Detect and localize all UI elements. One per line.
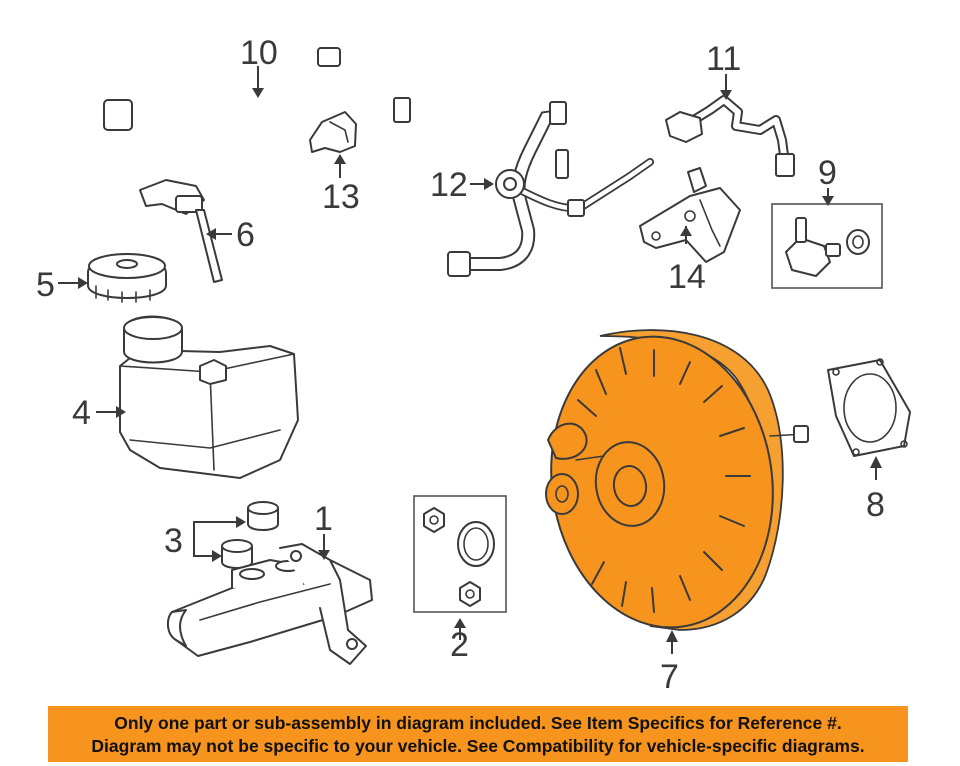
part-9-sensor [771,203,883,289]
callout-8: 8 [866,486,885,524]
disclaimer-line-2: Diagram may not be specific to your vehi… [91,736,865,756]
callout-5: 5 [36,266,55,304]
part-8-gasket [827,358,911,457]
part-10-hose [103,47,411,131]
disclaimer-line-1: Only one part or sub-assembly in diagram… [114,713,842,733]
part-6-sensor [139,179,223,283]
disclaimer-banner: Only one part or sub-assembly in diagram… [48,706,908,762]
part-4-reservoir [119,315,299,479]
part-5-reservoir-cap [87,253,167,303]
parts-diagram: 10 13 6 5 4 [36,34,911,696]
callout-6: 6 [236,216,255,254]
callout-14: 14 [668,258,706,296]
part-11-hose [665,95,795,177]
callout-9: 9 [818,154,837,192]
part-7-brake-booster [545,329,809,631]
callout-12: 12 [430,166,468,204]
callout-7: 7 [660,658,679,696]
callout-3: 3 [164,522,183,560]
callout-2: 2 [450,626,469,664]
part-14-bracket [639,167,741,263]
callout-13: 13 [322,178,360,216]
callout-11: 11 [706,40,741,78]
part-3-grommets [221,501,279,569]
callout-10: 10 [240,34,278,72]
part-12-vacuum-hose [447,101,654,277]
part-2-nuts-seal [413,495,507,613]
callout-4: 4 [72,394,91,432]
callout-1: 1 [314,500,333,538]
part-1-master-cylinder [166,543,373,665]
part-13-clip [309,111,357,153]
